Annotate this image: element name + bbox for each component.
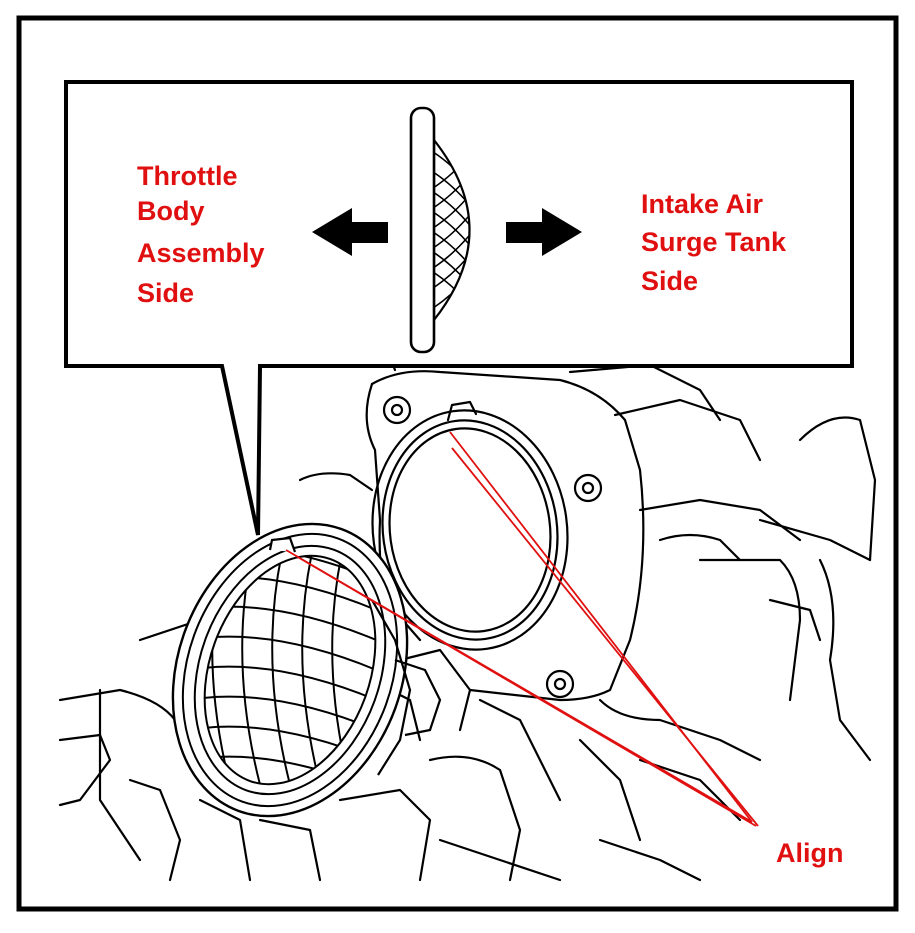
mesh-screen-part xyxy=(171,522,442,818)
throttle-body-label: Throttle Body Assembly Side xyxy=(137,161,272,308)
callout-box xyxy=(64,80,854,536)
align-label: Align xyxy=(776,838,844,868)
arrow-right-icon xyxy=(506,208,582,256)
arrow-left-icon xyxy=(312,208,388,256)
align-pointer-lines xyxy=(285,431,759,827)
surge-tank-label: Intake Air Surge Tank Side xyxy=(641,189,794,296)
